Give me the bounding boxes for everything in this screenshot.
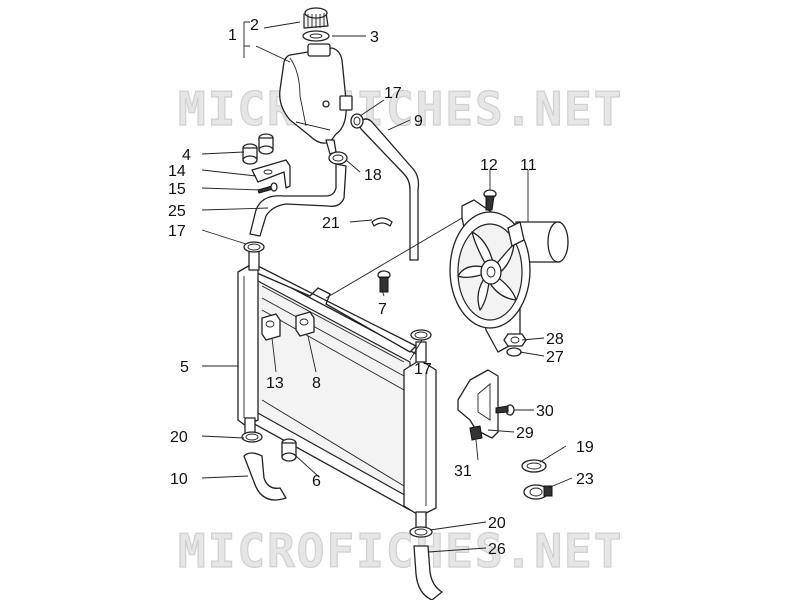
clamp-19 (521, 459, 547, 473)
screw-30 (495, 404, 515, 416)
radiator-mount-8 (295, 311, 315, 337)
callout-17-left: 17 (168, 223, 186, 240)
watermark-top: MICROFICHES.NET (178, 82, 623, 136)
lower-hose-26 (413, 545, 443, 600)
bolt-12 (483, 189, 497, 211)
overflow-hose (358, 118, 420, 261)
washer-27 (506, 347, 522, 357)
callout-10: 10 (170, 471, 188, 488)
callout-15: 15 (168, 181, 186, 198)
hose-clamp-17-right (410, 329, 432, 341)
hose-clamp-20-left (241, 431, 263, 443)
hose-clamp-20-right (409, 526, 433, 538)
callout-23: 23 (576, 471, 594, 488)
nut-28 (503, 333, 527, 347)
hose-clamp-17-top (350, 113, 364, 129)
grommet-6 (281, 438, 297, 462)
callout-5: 5 (180, 359, 189, 376)
expansion-tank (279, 43, 353, 155)
callout-28: 28 (546, 331, 564, 348)
callout-11: 11 (520, 157, 537, 174)
leader-lines (201, 21, 573, 553)
callout-12: 12 (480, 157, 498, 174)
callout-20-right: 20 (488, 515, 506, 532)
callout-9: 9 (414, 113, 423, 130)
callout-7: 7 (378, 301, 387, 318)
callout-25: 25 (168, 203, 186, 220)
callout-29: 29 (516, 425, 534, 442)
radiator (237, 249, 437, 531)
cooling-fan (449, 199, 569, 353)
hose-clip-21 (371, 217, 393, 227)
callout-13: 13 (266, 375, 284, 392)
tank-cap (303, 7, 329, 29)
callout-8: 8 (312, 375, 321, 392)
callout-31: 31 (454, 463, 472, 480)
lower-hose-10 (243, 452, 287, 501)
callout-27: 27 (546, 349, 564, 366)
watermark-bottom: MICROFICHES.NET (178, 524, 623, 578)
radiator-mount-13 (261, 313, 281, 341)
tank-bracket (251, 159, 291, 189)
clamp-23 (523, 484, 553, 500)
rubber-grommets (242, 133, 274, 165)
callout-6: 6 (312, 473, 321, 490)
hose-clamp-18 (328, 151, 348, 165)
callout-19: 19 (576, 439, 594, 456)
callout-17-right: 17 (414, 361, 432, 378)
callout-21: 21 (322, 215, 340, 232)
callout-1: 1 (228, 27, 237, 44)
clip-31 (469, 425, 483, 441)
callout-4: 4 (182, 147, 191, 164)
hose-clamp-17-left (243, 241, 265, 253)
callout-30: 30 (536, 403, 554, 420)
tank-hose-25 (249, 163, 347, 237)
bolt-7 (377, 270, 391, 293)
cap-gasket (302, 30, 330, 42)
callout-18: 18 (364, 167, 382, 184)
bracket-screw (257, 182, 278, 194)
callout-3: 3 (370, 29, 379, 46)
callout-2: 2 (250, 17, 259, 34)
callout-26: 26 (488, 541, 506, 558)
callout-17-top: 17 (384, 85, 402, 102)
callout-20-left: 20 (170, 429, 188, 446)
callout-14: 14 (168, 163, 186, 180)
